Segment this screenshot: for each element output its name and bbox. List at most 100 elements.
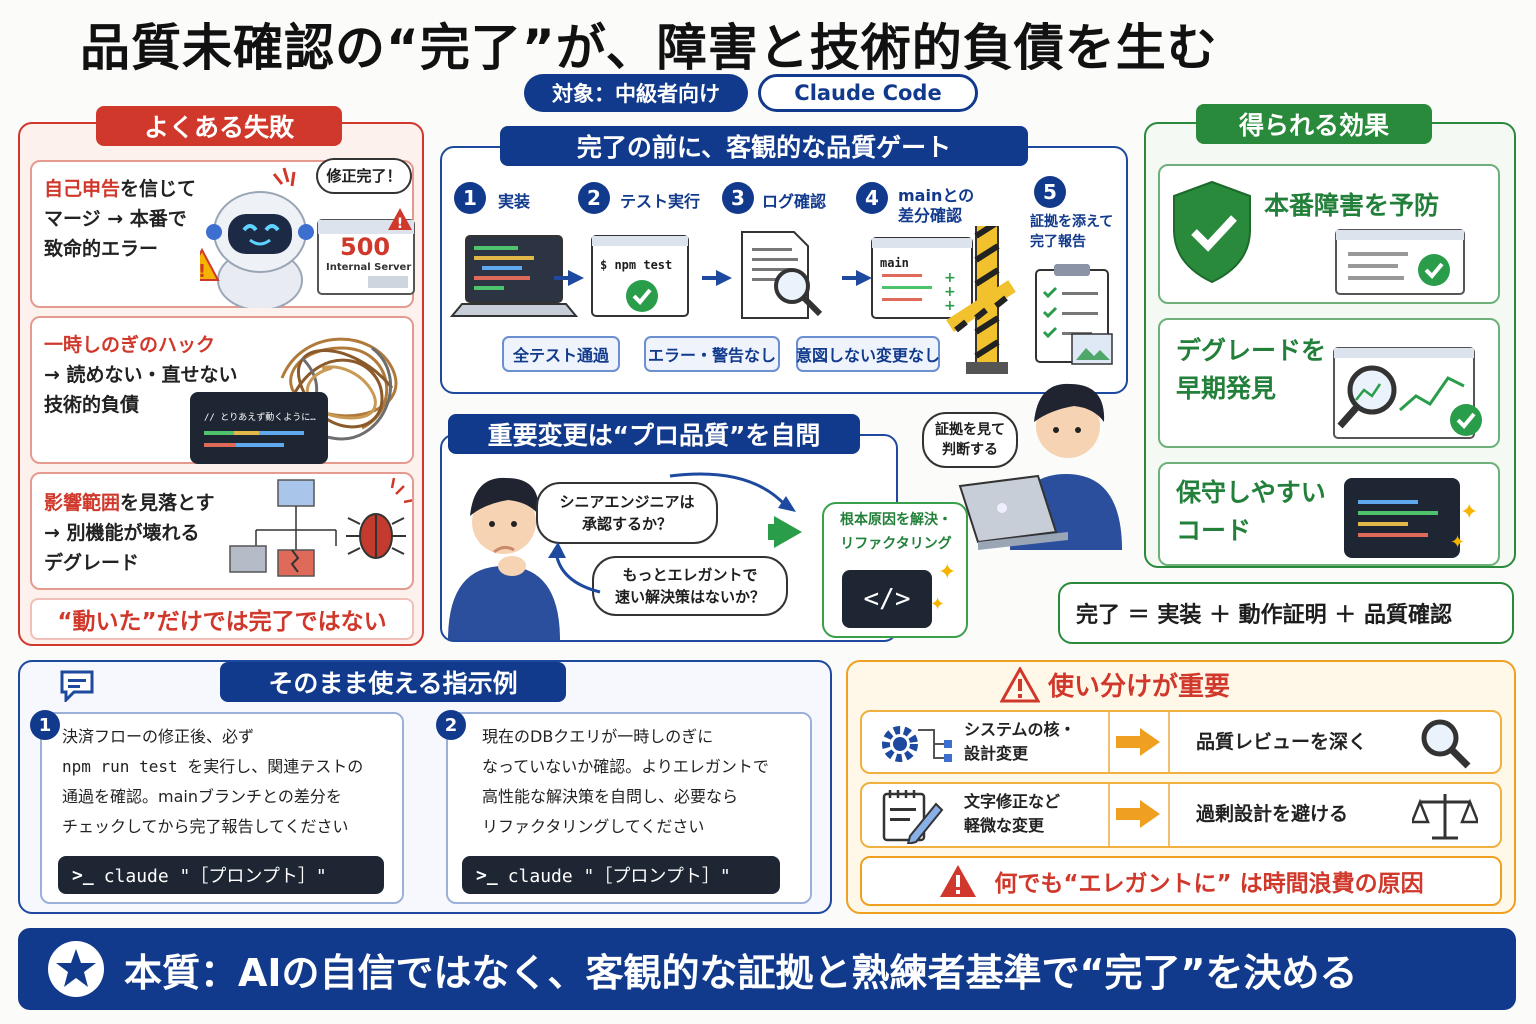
usage-core-left: システムの核・ 設計変更	[964, 720, 1076, 763]
usage-core-right: 品質レビューを深く	[1196, 731, 1368, 753]
npm-test-label: $ npm test	[600, 258, 673, 272]
divider	[1108, 784, 1110, 846]
step-2-label: テスト実行	[620, 192, 701, 211]
step-5-number: 5	[1034, 176, 1066, 208]
code-window-icon: </>	[842, 570, 932, 628]
step-3-label: ログ確認	[762, 192, 827, 211]
gear-network-icon	[882, 726, 952, 762]
code-lines	[204, 431, 304, 435]
chat-bubble-icon	[60, 670, 94, 702]
example-2-line: 現在のDBクエリが一時しのぎに	[482, 727, 714, 746]
step-2-number: 2	[578, 182, 610, 214]
pro-quality-header: 重要変更は“プロ品質”を自問	[448, 414, 860, 454]
failure-3-rest: を見落とす	[120, 492, 215, 514]
example-1-line: 通過を確認。mainブランチとの差分を	[62, 787, 342, 806]
tag-no-errors: エラー・警告なし	[644, 336, 780, 372]
sparkle-icon: ✦	[1450, 532, 1466, 553]
step-1-number: 1	[454, 182, 486, 214]
svg-text:+: +	[944, 298, 956, 314]
step-3-number: 3	[722, 182, 754, 214]
alert-spark-icon	[272, 167, 296, 187]
root-cause-text: 根本原因を解決・ リファクタリング	[840, 512, 952, 552]
shield-check-icon	[1173, 180, 1251, 284]
essence-banner: 本質：AIの自信ではなく、客観的な証拠と熟練者基準で“完了”を決める	[18, 928, 1516, 1010]
effect-maintainable-text: 保守しやすい コード	[1176, 478, 1326, 545]
example-2-command[interactable]: >_ claude "［プロンプト］"	[462, 856, 780, 894]
robot-icon	[206, 191, 314, 308]
laptop-icon	[449, 235, 579, 317]
arrow-icon	[716, 270, 732, 286]
orange-arrow-icon	[1116, 728, 1160, 756]
usage-minor-right: 過剰設計を避ける	[1196, 803, 1349, 825]
example-1-command-text: claude "［プロンプト］"	[103, 866, 327, 887]
code-lines	[204, 443, 284, 447]
example-2-instruction: 現在のDBクエリが一時しのぎに なっていないか確認。よりエレガントで 高性能な解…	[482, 722, 812, 842]
terminal-prompt-icon: >_	[72, 864, 94, 886]
tool-badge: Claude Code	[758, 74, 978, 112]
error-window-icon	[317, 219, 415, 295]
module-box-icon	[229, 545, 267, 573]
tag-no-unintended-changes: 意図しない変更なし	[796, 336, 940, 372]
usage-row-minor	[860, 782, 1502, 848]
red-warning-icon: !	[388, 208, 412, 232]
effect-detect-illustration	[1333, 347, 1482, 439]
thinking-person-illustration	[448, 477, 560, 640]
effect-prevent-text: 本番障害を予防	[1264, 191, 1440, 220]
page-title: 品質未確認の“完了”が、障害と技術的負債を生む	[80, 19, 1218, 77]
terminal-window-icon	[591, 235, 689, 317]
failure-card-scope	[30, 472, 414, 590]
hack-code-window: // とりあえず動くように…	[190, 392, 328, 464]
failures-footer: “動いた”だけでは完了ではない	[30, 598, 414, 640]
arrow-icon	[568, 270, 584, 286]
diff-window-icon: + + +	[871, 237, 973, 319]
warning-icon	[1000, 666, 1040, 702]
check-circle-icon	[1450, 404, 1482, 436]
bug-icon	[346, 477, 412, 559]
code-lines	[1358, 499, 1418, 504]
tag-all-tests-pass: 全テスト通過	[502, 336, 620, 372]
quality-gate-header: 完了の前に、客観的な品質ゲート	[500, 126, 1028, 166]
error-code: 500	[340, 233, 391, 261]
dependency-break-illustration	[229, 477, 412, 577]
judge-speech-bubble: 証拠を見て 判断する	[922, 412, 1018, 468]
main-branch-label: main	[880, 256, 909, 270]
example-1-line: 決済フローの修正後、必ず	[62, 727, 255, 746]
divider	[1108, 712, 1110, 772]
arrow-icon	[778, 496, 796, 512]
terminal-prompt-icon: >_	[476, 864, 498, 886]
broken-module-icon	[277, 549, 315, 577]
svg-text:!: !	[200, 261, 206, 282]
audience-badge: 対象：中級者向け	[524, 74, 748, 112]
step-4-label: mainとの 差分確認	[898, 186, 975, 225]
code-lines	[1358, 521, 1408, 526]
magnifier-icon	[1337, 365, 1397, 429]
usage-header: 使い分けが重要	[1048, 672, 1231, 702]
dashboard-window-icon	[1335, 229, 1465, 295]
balance-scale-icon	[1412, 794, 1478, 840]
failure-2-text: 一時しのぎのハック → 読めない・直せない 技術的負債	[44, 330, 274, 420]
failures-header: よくある失敗	[96, 106, 342, 146]
arrow-icon	[548, 542, 566, 558]
orange-arrow-icon	[1116, 800, 1160, 828]
usage-header-row: 使い分けが重要	[1000, 666, 1230, 703]
failure-3-line3: デグレード	[44, 552, 140, 574]
clean-code-window-icon	[1344, 478, 1460, 558]
example-2-line: なっていないか確認。よりエレガントで	[482, 757, 769, 776]
hack-code-comment: // とりあえず動くように…	[204, 413, 316, 423]
failure-1-rest: を信じて	[120, 178, 197, 200]
usage-row-core	[860, 710, 1502, 774]
example-2-line: リファクタリングしてください	[482, 817, 705, 836]
examples-header: そのまま使える指示例	[220, 662, 566, 702]
step-5-label: 証拠を添えて 完了報告	[1030, 214, 1114, 250]
usage-minor-left: 文字修正など 軽微な変更	[964, 792, 1061, 835]
svg-text:+: +	[944, 270, 956, 286]
log-magnifier-icon	[741, 231, 823, 319]
example-1-command[interactable]: >_ claude "［プロンプト］"	[58, 856, 384, 894]
gate-flow-illustration: + + +	[449, 226, 1113, 374]
example-1-instruction: 決済フローの修正後、必ず npm run test を実行し、関連テストの 通過…	[62, 722, 402, 842]
failure-2-line2: → 読めない・直せない	[44, 364, 238, 386]
essence-text: 本質：AIの自信ではなく、客観的な証拠と熟練者基準で“完了”を決める	[124, 950, 1358, 995]
divider	[1168, 784, 1170, 846]
cycle-arrows-illustration	[548, 472, 802, 594]
warning-icon: !	[200, 247, 220, 282]
